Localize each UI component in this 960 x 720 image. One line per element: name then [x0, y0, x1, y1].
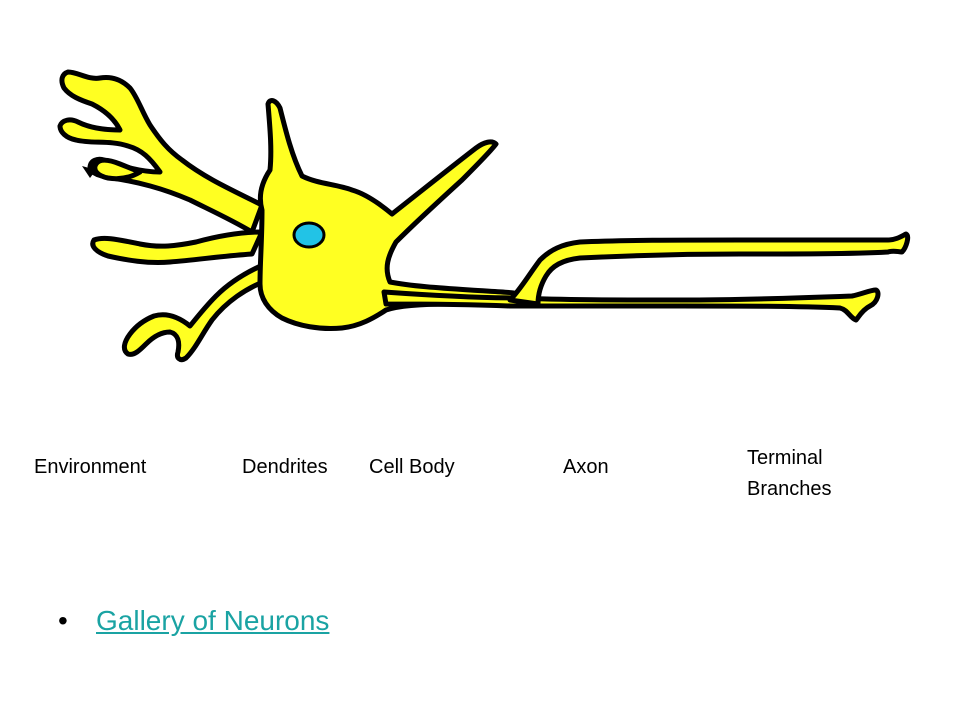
bullet-icon: •: [58, 605, 68, 636]
neuron-diagram: [57, 69, 911, 363]
dendrite-mid: [90, 229, 265, 265]
dendrite-tip-mark: [82, 166, 96, 178]
axon-upper: [507, 231, 911, 307]
cell-body: [257, 98, 523, 331]
bullet-list-item: • Gallery of Neurons: [58, 603, 329, 639]
dendrite-upper-branch: [92, 157, 143, 182]
nucleus: [292, 221, 326, 249]
dendrite-lower: [121, 259, 273, 363]
axon-lower: [381, 287, 881, 323]
terminal-branches-label-line2: Branches: [747, 478, 832, 500]
terminal-branches-label-line1: Terminal: [747, 447, 823, 469]
dendrites-label: Dendrites: [242, 456, 328, 478]
terminal-branches-label: Terminal Branches: [747, 443, 832, 505]
environment-label: Environment: [34, 456, 147, 478]
neuron: [57, 69, 911, 363]
gallery-of-neurons-link[interactable]: Gallery of Neurons: [96, 605, 330, 636]
cell-body-label: Cell Body: [369, 456, 455, 478]
dendrite-top: [57, 69, 265, 235]
axon-label: Axon: [563, 456, 609, 478]
